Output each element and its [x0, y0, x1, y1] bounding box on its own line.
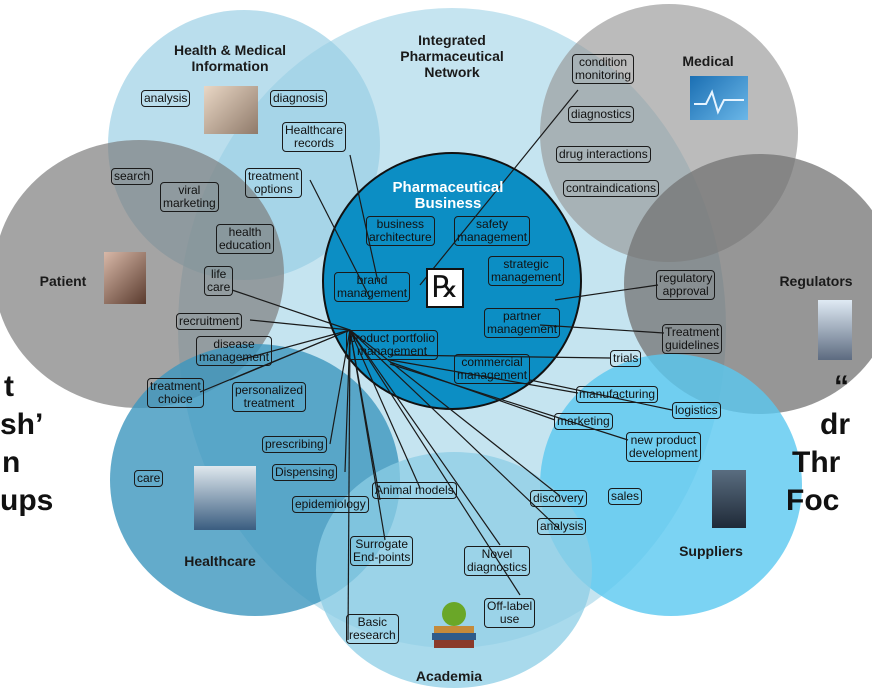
rx-symbol-icon: ℞: [426, 268, 464, 308]
right-edge-text: “ dr Thr Foc: [786, 370, 850, 517]
title-healthcare: Healthcare: [184, 553, 256, 569]
node-dispensing: Dispensing: [272, 464, 338, 481]
node-marketing: marketing: [554, 413, 613, 430]
patient-photo-icon: [104, 252, 146, 304]
node-prescribing: prescribing: [262, 436, 327, 453]
title-medical: Medical: [682, 53, 734, 69]
node-analysis: analysis: [141, 90, 191, 107]
node-contraindications: contraindications: [563, 180, 660, 197]
node-logistics: logistics: [672, 402, 721, 419]
title-patient: Patient: [39, 273, 87, 289]
title-suppliers: Suppliers: [679, 543, 743, 559]
node-animal-models: Animal models: [372, 482, 457, 499]
node-drug-interactions: drug interactions: [556, 146, 651, 163]
doctor-photo-icon: [204, 86, 258, 134]
node-diagnosis: diagnosis: [270, 90, 327, 107]
supplier-photo-icon: [712, 470, 746, 528]
node-care: care: [134, 470, 164, 487]
node-recruitment: recruitment: [176, 313, 243, 330]
node-search: search: [111, 168, 154, 185]
left-edge-text: t sh’ n ups: [0, 370, 54, 517]
title-academia: Academia: [415, 668, 483, 684]
academia-books-apple-icon: [430, 596, 478, 650]
node-analysis-academia: analysis: [537, 518, 587, 535]
node-trials: trials: [610, 350, 642, 367]
healthcare-team-photo-icon: [194, 466, 256, 530]
node-discovery: discovery: [530, 490, 587, 507]
node-sales: sales: [608, 488, 643, 505]
regulator-photo-icon: [818, 300, 852, 360]
medical-heartbeat-image: [690, 76, 748, 120]
title-regulators: Regulators: [779, 273, 853, 289]
node-manufacturing: manufacturing: [576, 386, 659, 403]
node-diagnostics: diagnostics: [568, 106, 635, 123]
node-epidemiology: epidemiology: [292, 496, 369, 513]
